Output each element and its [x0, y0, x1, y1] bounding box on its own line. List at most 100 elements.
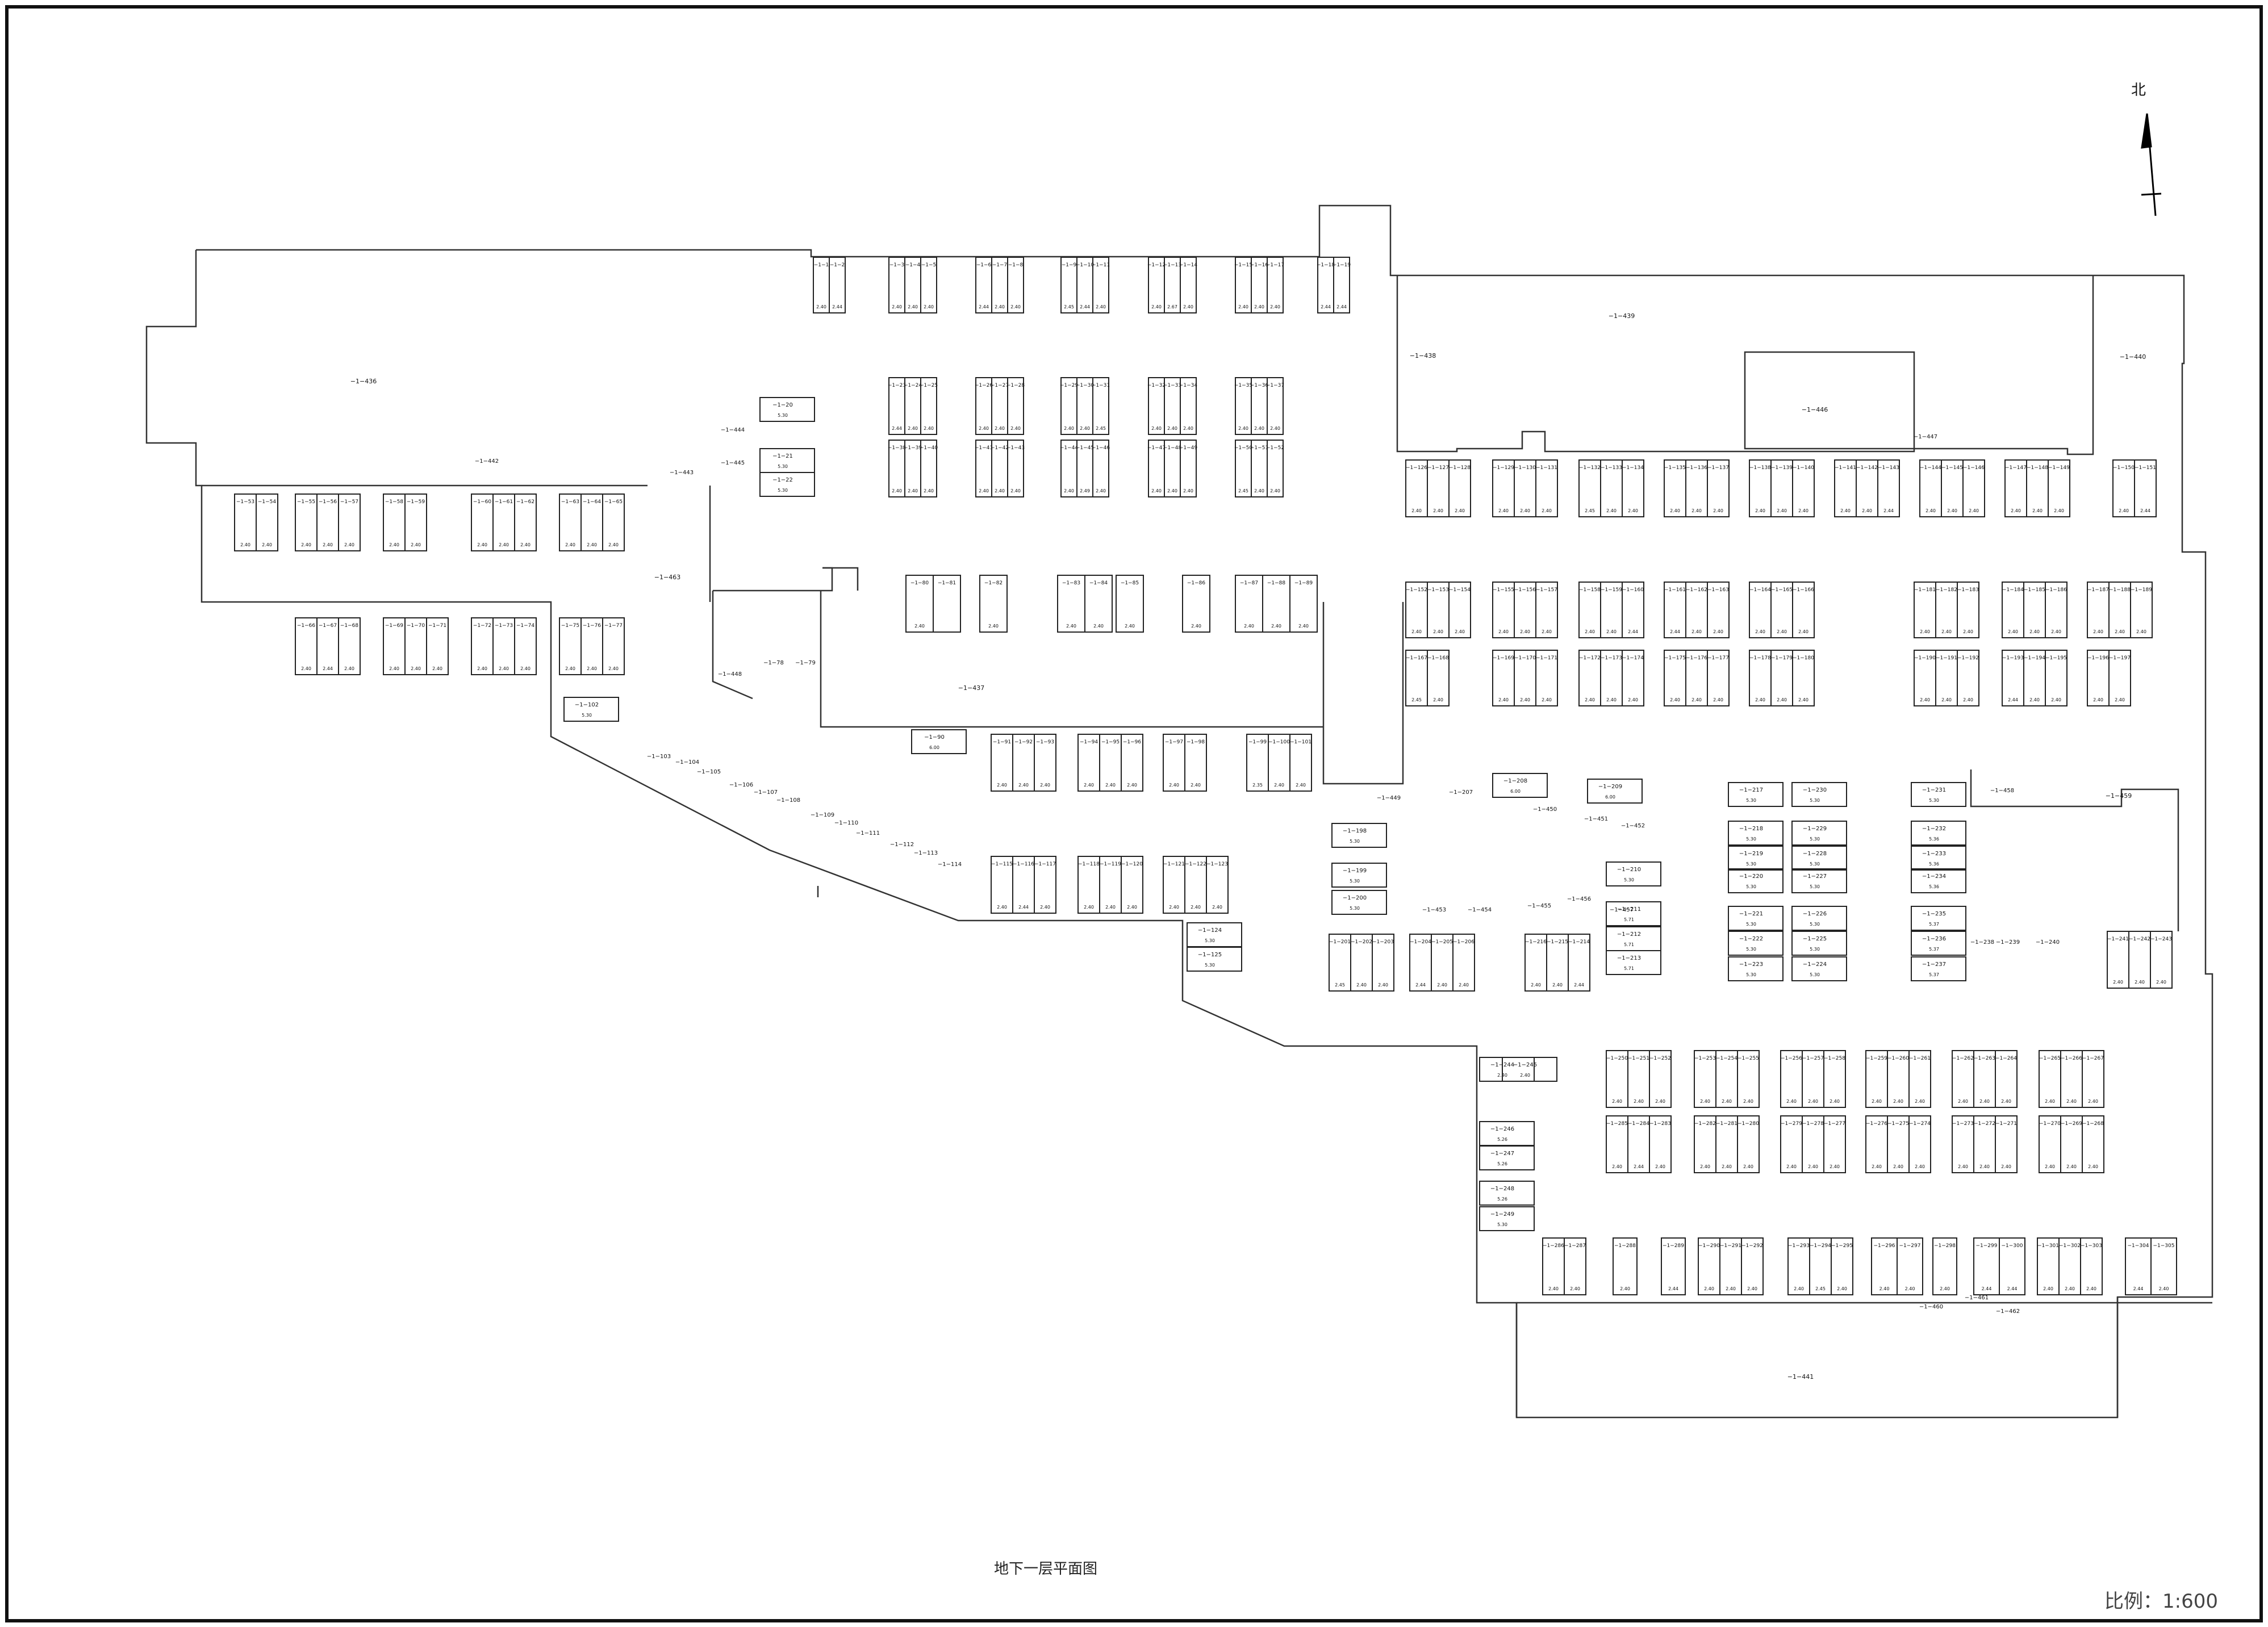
- parking-space-id: −1−58: [385, 499, 404, 505]
- parking-space-id: −1−147: [2005, 465, 2027, 471]
- space-label: −1−107: [754, 789, 778, 796]
- parking-space-width: 2.40: [344, 666, 354, 671]
- parking-space-width: 2.40: [924, 488, 934, 493]
- parking-space-width: 2.40: [2001, 1164, 2011, 1169]
- parallel-space-outline: [1911, 956, 1966, 981]
- parking-space-width: 2.40: [1167, 488, 1177, 493]
- parking-space-width: 2.40: [389, 542, 399, 547]
- parking-space-width: 2.40: [1084, 905, 1094, 910]
- parallel-space-id: −1−236: [1922, 936, 1946, 942]
- parking-space-id: −1−2: [830, 262, 845, 268]
- parallel-space-id: −1−231: [1922, 787, 1946, 793]
- parking-space: −1−762.40: [580, 617, 603, 675]
- parking-space-width: 2.45: [1335, 982, 1345, 988]
- parking-space-id: −1−268: [2082, 1121, 2104, 1127]
- parking-space-width: 2.40: [908, 426, 918, 431]
- parking-space-width: 2.40: [1777, 697, 1787, 702]
- parking-space-id: −1−15: [1234, 262, 1252, 268]
- parking-space-id: −1−167: [1406, 655, 1427, 661]
- parallel-space-dim: 5.36: [1929, 836, 1939, 842]
- parking-space-id: −1−154: [1449, 587, 1471, 593]
- parking-space-width: 2.44: [323, 666, 333, 671]
- parking-space-id: −1−291: [1720, 1243, 1741, 1249]
- parking-space-id: −1−180: [1793, 655, 1814, 661]
- parking-space-outline: [1182, 575, 1210, 633]
- parking-space-id: −1−278: [1802, 1121, 1824, 1127]
- parking-space-outline: [1661, 1237, 1686, 1295]
- parking-space-id: −1−18: [1317, 262, 1335, 268]
- parking-space-id: −1−33: [1163, 383, 1181, 388]
- parking-space-id: −1−254: [1716, 1056, 1737, 1061]
- parking-space-width: 2.40: [1378, 982, 1388, 988]
- parking-space-id: −1−88: [1267, 580, 1286, 586]
- parking-space-width: 2.40: [1691, 508, 1702, 513]
- parking-space-outline: [1333, 257, 1350, 313]
- parallel-space-dim: 5.30: [778, 413, 788, 418]
- parking-space-width: 2.40: [1979, 1164, 1990, 1169]
- parking-space-outline: [2150, 931, 2173, 989]
- space-label: −1−453: [1422, 907, 1446, 913]
- parking-space-width: 2.44: [1668, 1286, 1678, 1291]
- parallel-space-dim: 5.30: [1746, 972, 1756, 977]
- parking-space: −1−862.40: [1182, 575, 1210, 633]
- parallel-space-dim: 5.30: [1350, 879, 1360, 884]
- parking-space-id: −1−304: [2128, 1243, 2149, 1249]
- space-label: −1−79: [795, 660, 816, 666]
- parallel-space-id: −1−218: [1739, 826, 1763, 832]
- parallel-space-id: −1−232: [1922, 826, 1946, 832]
- parking-space-outline: [1831, 1237, 1853, 1295]
- parallel-space-outline: [1728, 906, 1784, 931]
- parking-space-id: −1−86: [1187, 580, 1206, 586]
- parking-space-outline: [1092, 440, 1109, 497]
- parallel-space-dim: 2.40: [1520, 1073, 1530, 1078]
- parking-space-width: 2.40: [979, 426, 989, 431]
- parking-space: −1−522.40: [1266, 440, 1284, 497]
- parking-space-id: −1−169: [1493, 655, 1514, 661]
- space-label: −1−109: [811, 812, 834, 818]
- north-arrow: [2141, 113, 2162, 216]
- parking-space: −1−622.40: [514, 493, 537, 551]
- parking-space: −1−992.35: [1246, 734, 1269, 792]
- parking-space-width: 2.40: [1585, 629, 1595, 634]
- parking-space: −1−872.40: [1235, 575, 1263, 633]
- parallel-space-id: −1−228: [1803, 851, 1827, 857]
- space-label: −1−449: [1377, 795, 1401, 801]
- parking-space-id: −1−81: [938, 580, 956, 586]
- parallel-space-id: −1−102: [575, 702, 599, 708]
- parking-space-id: −1−183: [1957, 587, 1979, 593]
- space-label: −1−239: [1996, 939, 2020, 946]
- parking-space-width: 2.40: [1010, 426, 1021, 431]
- parking-space-width: 2.40: [1498, 697, 1509, 702]
- parking-space-id: −1−142: [1856, 465, 1878, 471]
- parking-space-width: 2.44: [2008, 697, 2018, 702]
- parking-space: −1−81: [933, 575, 961, 633]
- parking-space-width: 2.40: [1183, 426, 1193, 431]
- parking-space-width: 2.40: [1628, 697, 1638, 702]
- parking-space: −1−112.40: [1092, 257, 1110, 313]
- parallel-space-dim: 5.30: [1205, 938, 1215, 943]
- parking-space-outline: [2048, 459, 2070, 517]
- parking-space-id: −1−95: [1101, 739, 1120, 745]
- space-label: −1−451: [1584, 816, 1608, 822]
- parking-space-id: −1−3: [889, 262, 905, 268]
